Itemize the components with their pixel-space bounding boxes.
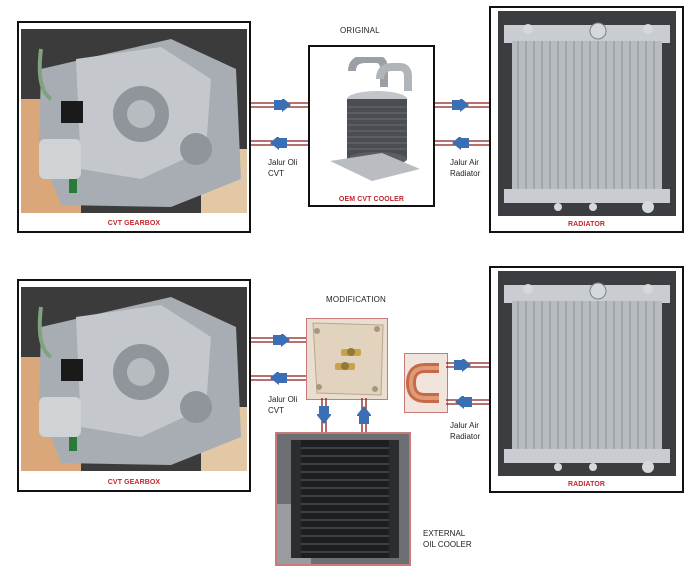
adapter-plate-photo [306, 318, 388, 400]
modification-heading: MODIFICATION [326, 295, 387, 304]
water-line-from-radiator [435, 137, 489, 151]
external-oil-cooler-photo [275, 432, 411, 566]
water-line-from-radiator [446, 396, 490, 410]
oil-line-label: Jalur Oli CVT [268, 395, 298, 415]
gearbox-panel-modified: CVT GEARBOX [17, 279, 251, 492]
gearbox-photo [21, 29, 247, 213]
radiator-panel-original: RADIATOR [489, 6, 684, 233]
gearbox-caption: CVT GEARBOX [107, 220, 161, 227]
oil-line-from-adapter [251, 372, 307, 386]
external-cooler-label: EXTERNAL OIL COOLER [423, 529, 472, 549]
gearbox-caption: CVT GEARBOX [107, 479, 161, 486]
oil-line-to-adapter [251, 334, 307, 348]
radiator-photo [498, 271, 676, 476]
oil-line-to-external-cooler [317, 398, 331, 432]
radiator-photo [498, 11, 676, 216]
oil-line-from-cooler [251, 137, 309, 151]
original-heading: ORIGINAL [340, 26, 380, 35]
water-line-to-radiator [435, 99, 489, 113]
radiator-caption: RADIATOR [567, 221, 606, 228]
water-line-to-radiator [446, 359, 490, 373]
oem-cooler-panel: OEM CVT COOLER [308, 45, 435, 207]
oil-line-from-external-cooler [357, 398, 371, 432]
oil-line-label: Jalur Oli CVT [268, 158, 298, 178]
radiator-panel-modified: RADIATOR [489, 266, 684, 493]
gearbox-photo [21, 287, 247, 471]
coolant-elbow-photo [404, 353, 448, 413]
radiator-caption: RADIATOR [567, 481, 606, 488]
oem-cooler-photo [322, 57, 422, 185]
gearbox-panel-original: CVT GEARBOX [17, 21, 251, 233]
oil-line-to-cooler [251, 99, 309, 113]
oem-cooler-caption: OEM CVT COOLER [338, 196, 405, 203]
water-line-label: Jalur Air Radiator [450, 421, 481, 441]
water-line-label: Jalur Air Radiator [450, 158, 481, 178]
